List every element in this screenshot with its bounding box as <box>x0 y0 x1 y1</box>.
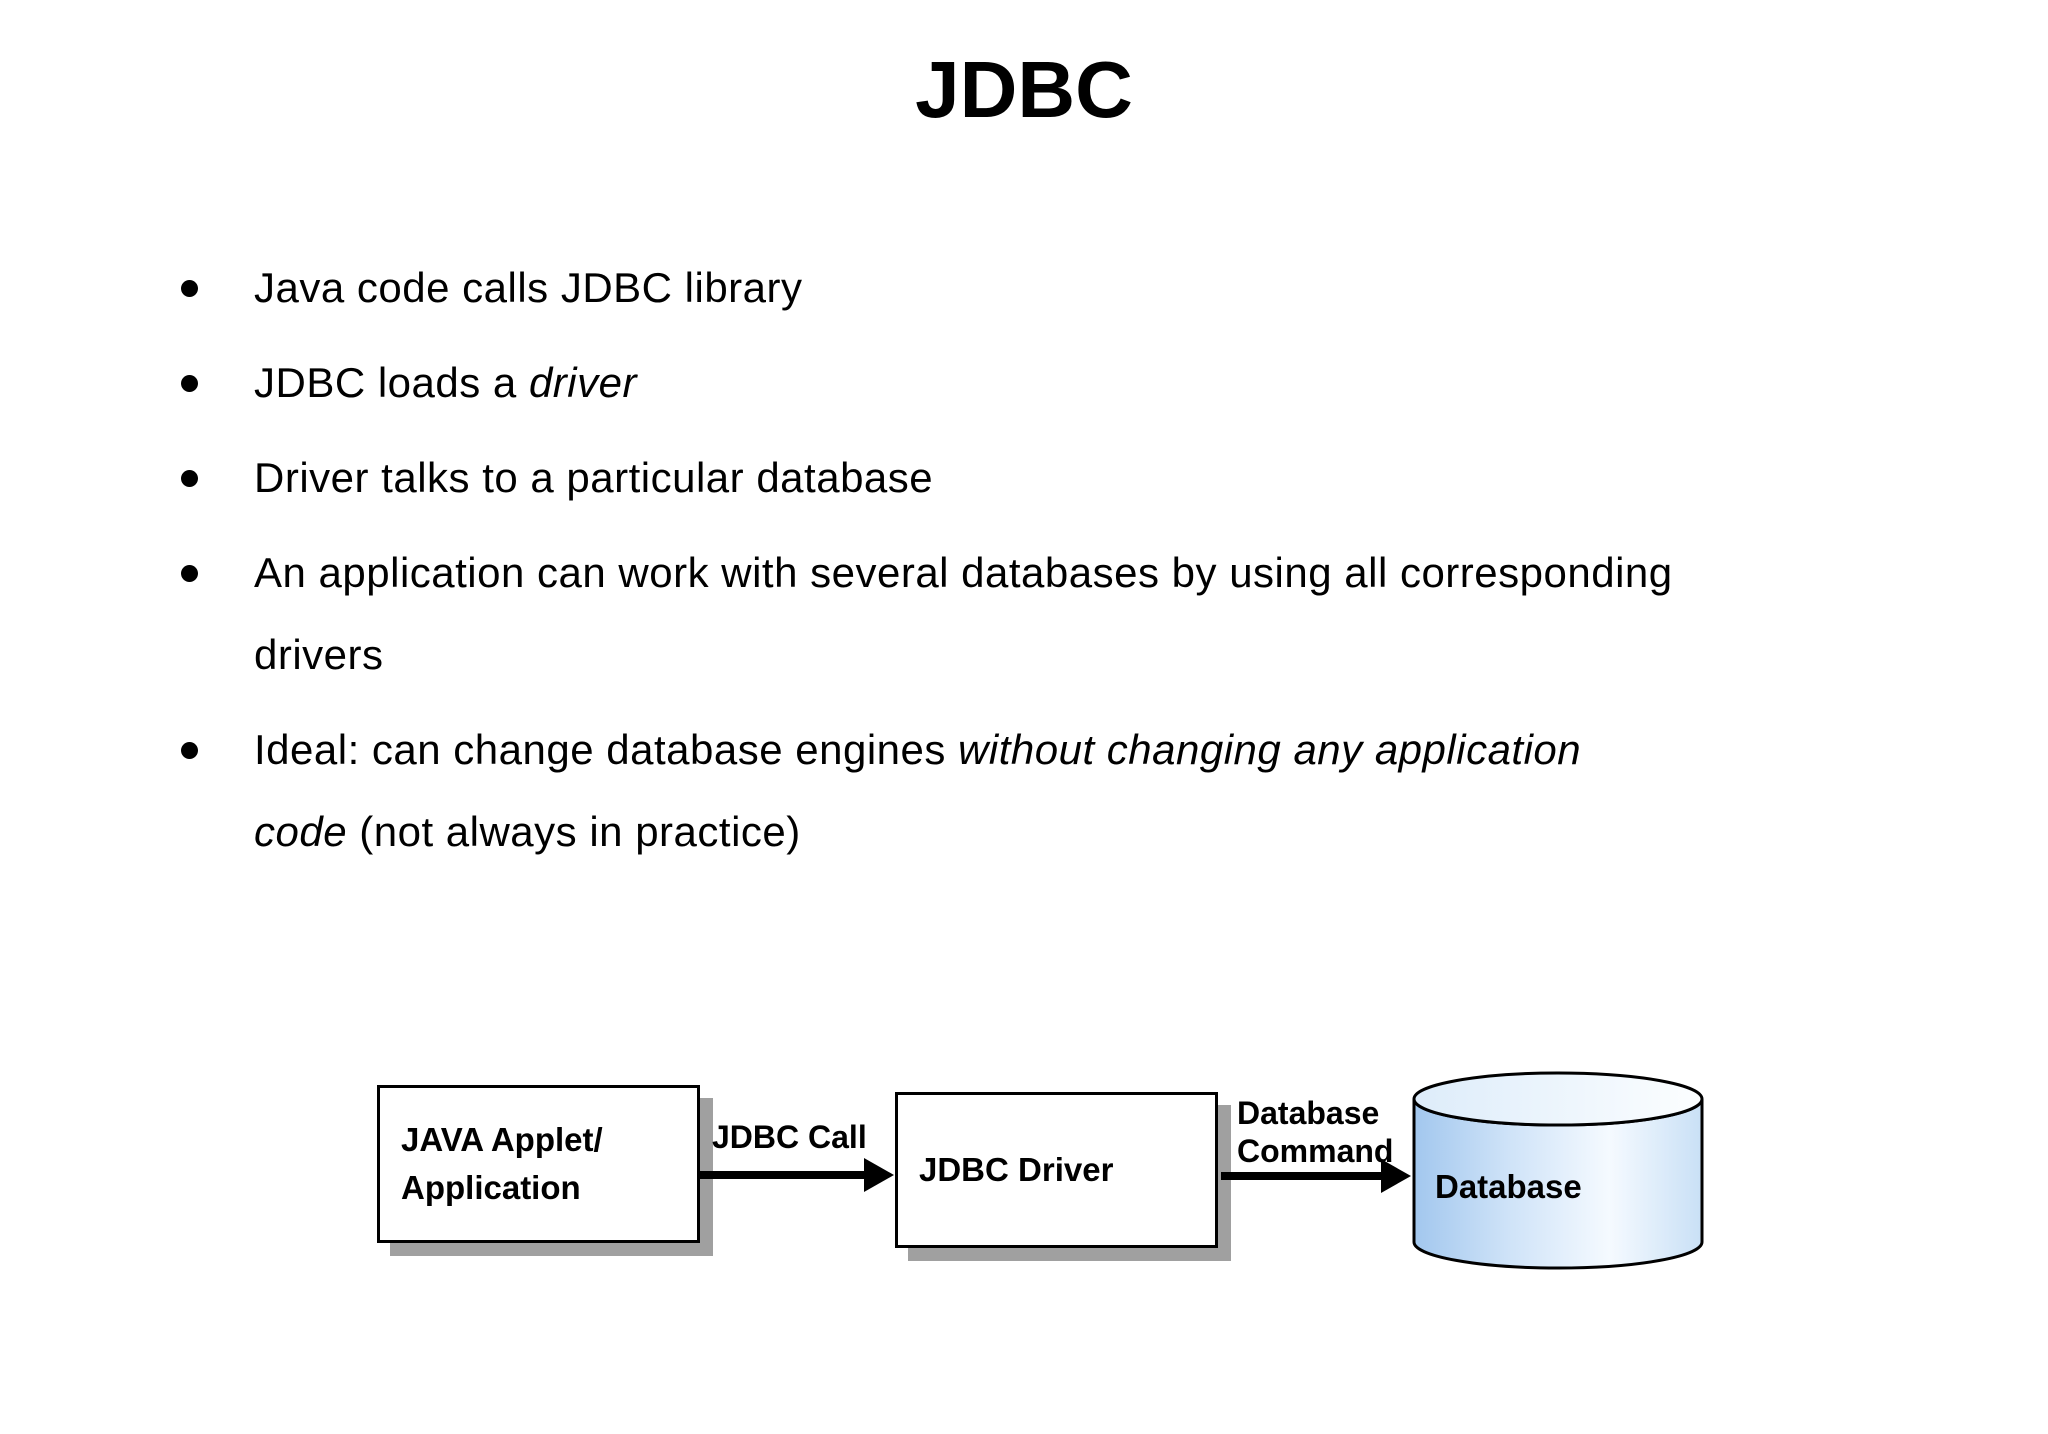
bullet-item: An application can work with several dat… <box>0 532 1673 696</box>
database-command-label-line2: Command <box>1237 1133 1394 1169</box>
bullet-text: Driver talks to a particular database <box>254 454 934 501</box>
java-box-line2: Application <box>401 1169 581 1206</box>
jdbc-call-arrowhead-icon <box>864 1158 894 1192</box>
bullet-item: JDBC loads a driver <box>0 342 1673 424</box>
bullet-dot-icon <box>181 742 198 759</box>
database-cylinder-label: Database <box>1435 1168 1582 1205</box>
jdbc-driver-box: JDBC Driver <box>895 1092 1218 1248</box>
java-applet-application-box: JAVA Applet/ Application <box>377 1085 700 1243</box>
bullet-dot-icon <box>181 470 198 487</box>
database-command-arrow-label: Database Command <box>1237 1094 1393 1170</box>
jdbc-call-arrow <box>700 1171 864 1179</box>
bullet-dot-icon <box>181 375 198 392</box>
bullet-text: JDBC loads a driver <box>254 359 637 406</box>
bullet-dot-icon <box>181 565 198 582</box>
database-cylinder-icon <box>1412 1071 1704 1270</box>
jdbc-driver-box-label: JDBC Driver <box>919 1151 1114 1188</box>
bullet-item: Ideal: can change database engines witho… <box>0 709 1673 873</box>
bullet-item: Driver talks to a particular database <box>0 437 1673 519</box>
bullet-text: An application can work with several dat… <box>254 549 1673 678</box>
bullet-text: Ideal: can change database engines witho… <box>254 726 1582 855</box>
bullet-dot-icon <box>181 280 198 297</box>
database-command-arrowhead-icon <box>1381 1159 1411 1193</box>
bullet-text: Java code calls JDBC library <box>254 264 803 311</box>
jdbc-call-arrow-label: JDBC Call <box>712 1119 867 1155</box>
database-command-label-line1: Database <box>1237 1095 1380 1131</box>
slide-title: JDBC <box>915 45 1133 134</box>
bullet-item: Java code calls JDBC library <box>0 247 1673 329</box>
database-command-arrow <box>1221 1172 1381 1180</box>
java-box-line1: JAVA Applet/ <box>401 1121 603 1158</box>
